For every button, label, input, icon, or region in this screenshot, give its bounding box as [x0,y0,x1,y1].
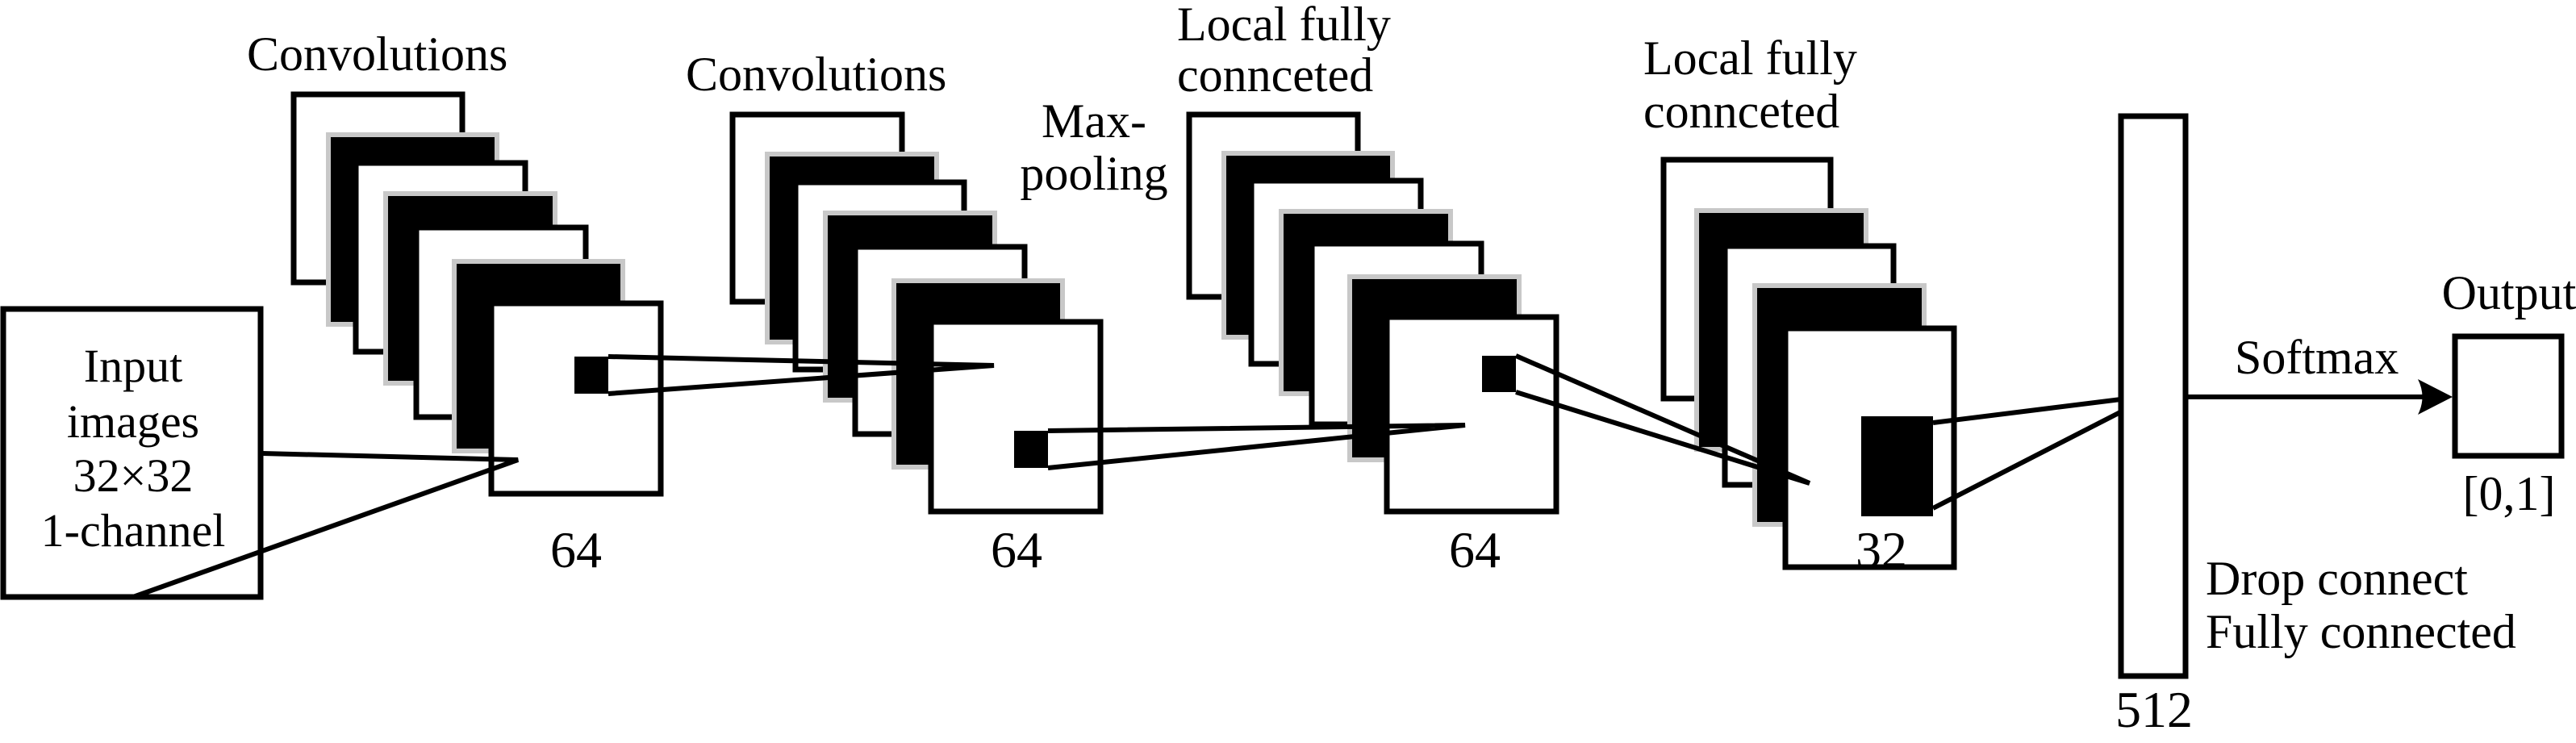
connection-conv1-to-conv2 [607,354,995,396]
fully-connected-size: 512 [2115,681,2193,738]
fully-connected-bar [2118,113,2189,679]
fully-connected-label-line-1: Drop connect [2206,552,2468,605]
input-label-line-1: Input [84,340,182,392]
feature-map-stacks [290,91,1957,570]
softmax-label: Softmax [2235,331,2399,384]
feature-map-light-conv1 [488,300,664,497]
arrow-head-icon [2418,379,2453,415]
stage-sizes: 64 64 64 32 [550,521,1907,578]
output-label: Output [2442,266,2576,319]
receptive-field-patch-local2 [1861,416,1933,516]
input-block: Input images 32×32 1-channel [0,306,264,600]
stage-label-local1-line-2: connceted [1177,48,1373,102]
stage-size-conv2: 64 [991,521,1042,578]
receptive-field-patch-conv1 [574,357,608,394]
input-label-line-2: images [67,395,199,448]
fully-connected-block: 512 Drop connect Fully connected [2115,113,2516,738]
stack-conv1 [290,91,664,497]
input-label-line-3: 32×32 [73,449,194,502]
feature-map-light-conv2 [928,319,1104,515]
stack-local2 [1660,157,1957,570]
fully-connected-label-line-2: Fully connected [2206,605,2516,658]
stage-label-maxpool-line-2: pooling [1020,147,1167,200]
stack-local1 [1186,111,1559,515]
stack-conv2 [729,111,1104,515]
output-range: [0,1] [2463,467,2556,520]
stage-label-conv1: Convolutions [247,27,507,81]
output-box [2452,333,2565,459]
stage-size-conv1: 64 [550,521,602,578]
feature-map-light-local1 [1384,314,1559,515]
stage-label-local2-line-1: Local fully [1643,31,1857,85]
output-block: Output [0,1] [2442,266,2576,520]
receptive-field-patch-local1 [1482,356,1516,392]
connection-conv2-to-local1 [1047,423,1466,470]
stage-label-local1-line-1: Local fully [1177,0,1391,51]
connections-front [132,353,2155,599]
receptive-field-patch-conv2 [1014,431,1048,468]
connection-local1-to-local2 [1514,353,1811,486]
connection-input-to-conv1 [132,451,520,599]
stage-size-local2: 32 [1856,521,1907,578]
stage-labels: Convolutions Convolutions Max- pooling L… [247,0,1857,200]
stage-label-maxpool-line-1: Max- [1042,94,1146,148]
softmax-arrow: Softmax [2188,331,2453,415]
stage-label-local2-line-2: connceted [1643,85,1839,138]
stage-label-conv2: Convolutions [686,48,946,101]
input-label-line-4: 1-channel [41,504,226,557]
input-box [0,306,264,600]
stage-size-local1: 64 [1449,521,1501,578]
